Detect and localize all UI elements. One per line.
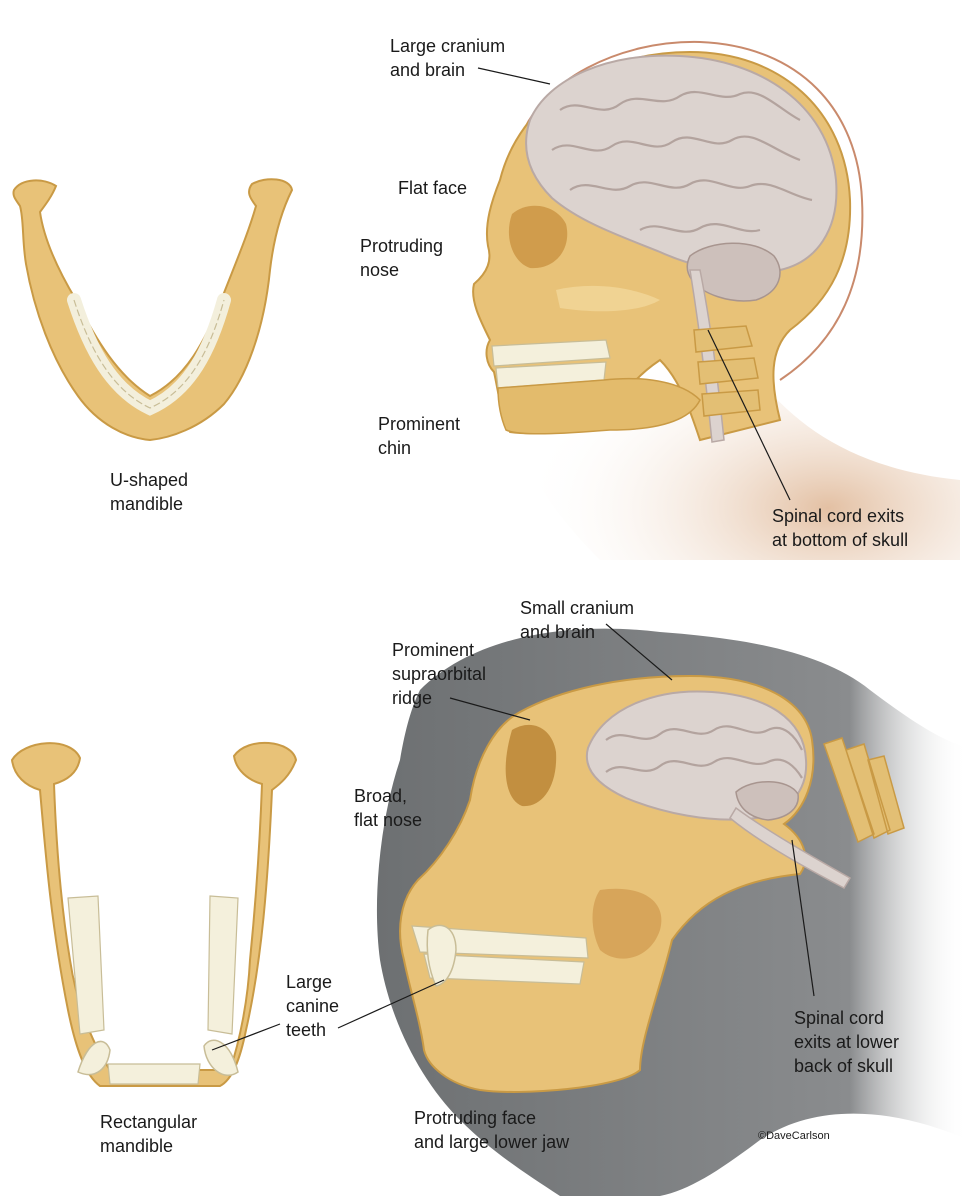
ape-mandible-canine-right (203, 1039, 239, 1076)
ape-mandible-canine-left (77, 1040, 111, 1076)
human-cranium-label: Large cranium and brain (390, 34, 505, 82)
ape-brain-folds (605, 725, 803, 779)
ape-head (376, 628, 968, 1196)
ape-nose-label-line1: Broad, (354, 786, 408, 806)
human-spinal-cord-label-line1: Spinal cord exits (772, 506, 905, 526)
human-mandible-label-line2: mandible (110, 494, 184, 514)
ape-spinal-cord-label-line3: back of skull (794, 1056, 894, 1076)
ape-mandible-label-line1: Rectangular (100, 1112, 198, 1132)
leader-human-spinal-cord (707, 329, 791, 501)
ape-ridge-label-line1: Prominent (392, 640, 475, 660)
ape-cranium-label-line2: and brain (520, 622, 596, 642)
ape-nose-label: Broad, flat nose (354, 784, 422, 832)
ape-mandible-incisors (107, 1063, 201, 1085)
human-cheekbone (556, 285, 660, 312)
human-chin-label-line1: Prominent (378, 414, 461, 434)
human-mandible-bone (12, 178, 294, 442)
ape-spinal-cord-label-line1: Spinal cord (794, 1008, 885, 1028)
ape-spinal-cord-label: Spinal cord exits at lower back of skull (794, 1006, 899, 1078)
ape-face-label-line1: Protruding face (414, 1108, 537, 1128)
human-mandible-label: U-shaped mandible (110, 468, 188, 516)
ape-spinal-cord (729, 806, 852, 889)
ape-canine (426, 924, 457, 987)
human-cranium-label-line1: Large cranium (390, 36, 506, 56)
ape-cranium-label-line1: Small cranium (520, 598, 635, 618)
human-spinal-cord-label-line2: at bottom of skull (772, 530, 909, 550)
human-spinal-cord-label: Spinal cord exits at bottom of skull (772, 504, 908, 552)
copyright-notice: ©DaveCarlson (758, 1130, 830, 1142)
leader-ape-spinal-cord (791, 839, 815, 997)
leader-canine (337, 979, 445, 1029)
ape-mandible-tooth-row-left (67, 895, 105, 1035)
human-upper-teeth (491, 339, 611, 367)
human-nose-label-line2: nose (360, 260, 400, 280)
ape-face-label: Protruding face and large lower jaw (414, 1106, 569, 1154)
leader-supraorbital (449, 697, 531, 721)
ape-mandible (10, 742, 298, 1087)
leader-canine-mandible (211, 1023, 281, 1051)
ape-mandible-label-line2: mandible (100, 1136, 174, 1156)
ape-cranium-label: Small cranium and brain (520, 596, 634, 644)
ape-spinal-cord-label-line2: exits at lower (794, 1032, 900, 1052)
human-skin-outline (519, 40, 864, 381)
ape-canine-label-line3: teeth (286, 1020, 327, 1040)
human-nose-label-line1: Protruding (360, 236, 444, 256)
ape-eye-socket (505, 724, 557, 807)
human-cranium-label-line2: and brain (390, 60, 466, 80)
ape-ridge-label: Prominent supraorbital ridge (392, 638, 486, 710)
ape-mandible-tooth-row-right (207, 895, 239, 1035)
human-face-label-line1: Flat face (398, 178, 468, 198)
ape-canine-label-line2: canine (286, 996, 340, 1016)
human-chin-label: Prominent chin (378, 412, 460, 460)
ape-ridge-label-line2: supraorbital (392, 664, 487, 684)
leader-lines (211, 67, 815, 1051)
human-mandible (12, 178, 294, 442)
human-vertebrae (693, 325, 761, 417)
ape-cerebellum (735, 781, 799, 821)
ape-mandible-label: Rectangular mandible (100, 1110, 197, 1158)
human-brain-folds (551, 90, 813, 233)
ape-canine-label-line1: Large (286, 972, 333, 992)
ape-nose-label-line2: flat nose (354, 810, 423, 830)
ape-face-label-line2: and large lower jaw (414, 1132, 570, 1152)
human-mandible-label-line1: U-shaped (110, 470, 189, 490)
ape-cheek-shadow (592, 888, 662, 959)
leader-large-cranium (477, 67, 551, 85)
human-nose-label: Protruding nose (360, 234, 443, 282)
human-chin-label-line2: chin (378, 438, 412, 458)
ape-ridge-label-line3: ridge (392, 688, 433, 708)
human-head (472, 40, 960, 560)
human-eye-socket (508, 205, 568, 269)
ape-lower-teeth (423, 953, 585, 985)
leader-small-cranium (605, 623, 673, 681)
human-cerebellum (686, 242, 781, 302)
human-mandible-tooth-outline (73, 299, 225, 409)
ape-mandible-bone (10, 742, 298, 1087)
ape-vertebrae (823, 737, 905, 844)
human-face-label: Flat face (398, 176, 467, 200)
human-jaw (497, 377, 701, 435)
ape-canine-label: Large canine teeth (286, 970, 339, 1042)
